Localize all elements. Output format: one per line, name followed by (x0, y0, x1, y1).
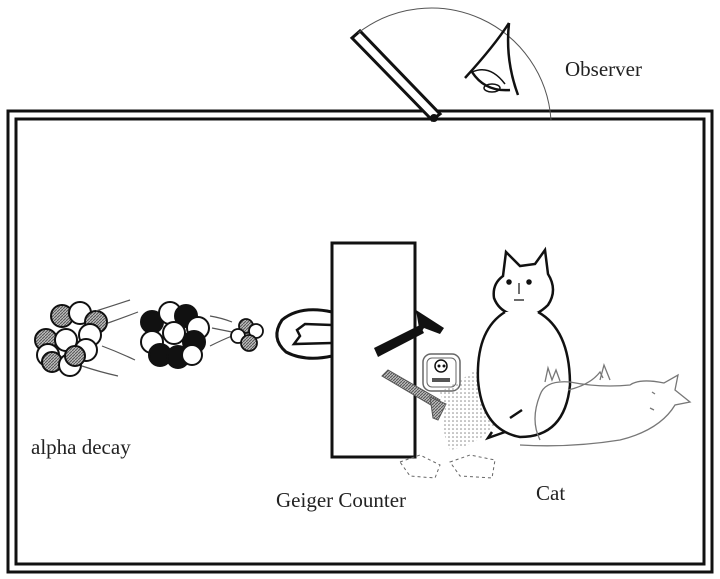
broken-flask-shards (399, 454, 496, 479)
lid-swing-arc (357, 7, 552, 121)
detector-window (291, 322, 333, 346)
box (6, 109, 714, 574)
hammer-icon (374, 310, 444, 357)
observer-eye-icon (464, 22, 520, 96)
box-lid (349, 28, 443, 122)
observer-label: Observer (565, 57, 642, 81)
fallen-hammer-icon (381, 369, 447, 421)
cat-label: Cat (536, 481, 565, 505)
alpha-decay-label: alpha decay (31, 435, 131, 459)
parent-nucleus (34, 301, 108, 377)
geiger-counter-label: Geiger Counter (276, 488, 406, 512)
daughter-nucleus (140, 301, 210, 369)
alive-cat (476, 246, 572, 441)
alpha-particle (230, 318, 264, 352)
decay-motion-lines (81, 299, 233, 377)
poison-flask-icon (422, 353, 461, 392)
geiger-counter (330, 241, 417, 459)
dead-cat (519, 362, 692, 447)
geiger-detector-tube (275, 308, 333, 360)
